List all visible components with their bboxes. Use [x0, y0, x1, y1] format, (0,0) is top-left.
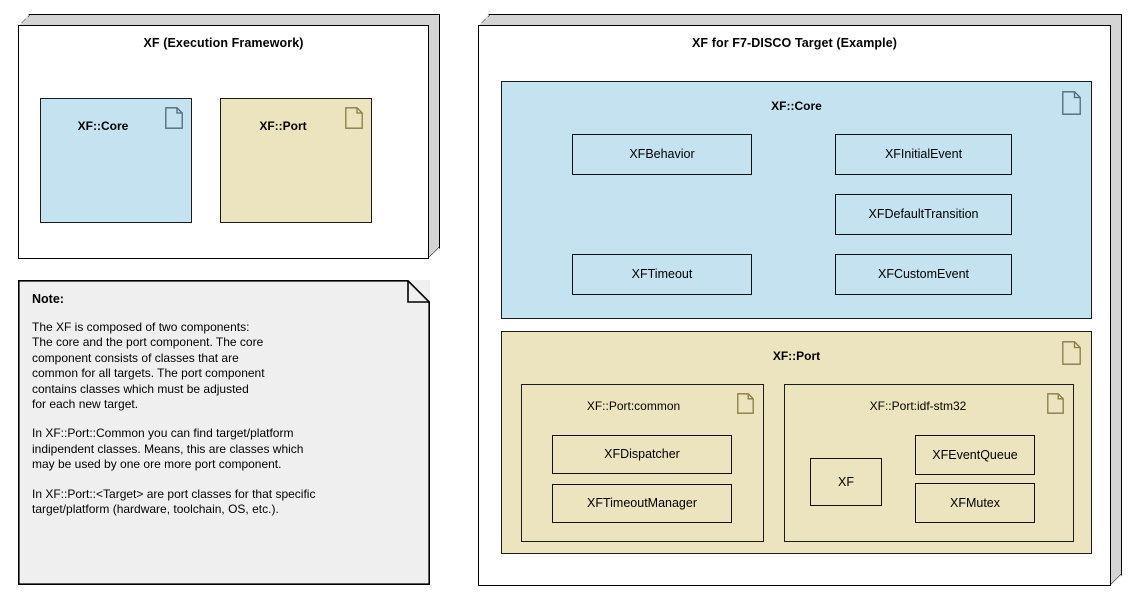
component-xf-port-common-label: XF::Port:common [586, 399, 681, 413]
class-name: XFCustomEvent [877, 267, 969, 281]
note-paragraph: The XF is composed of two components: Th… [32, 320, 265, 412]
class-box-xfbehavior[interactable]: XFBehavior [572, 134, 752, 175]
component-page-icon [1062, 341, 1081, 365]
component-page-icon [1047, 393, 1064, 414]
component-xf-core-label: XF::Core [771, 99, 822, 113]
class-box-xfcustomevent[interactable]: XFCustomEvent [835, 254, 1012, 295]
package-top-edge [489, 14, 1122, 15]
package-xf-execution-framework[interactable]: XF (Execution Framework) XF::Core XF::Po… [18, 14, 440, 259]
component-xf-core[interactable]: XF::Core XFBehavior XFTimeout XFInitialE… [501, 81, 1092, 319]
class-box-xfdefaulttransition[interactable]: XFDefaultTransition [835, 194, 1012, 235]
component-xf-port-idf-stm32[interactable]: XF::Port:idf-stm32 XF XFEventQueue XFMut… [784, 384, 1074, 542]
component-xf-port-label: XF::Port [772, 349, 821, 363]
package-corner-bevel-bottom [1109, 573, 1122, 586]
note-box: Note: The XF is composed of two componen… [18, 280, 430, 585]
component-xf-port[interactable]: XF::Port [220, 98, 372, 223]
note-outline [18, 280, 430, 585]
class-name: XFBehavior [629, 147, 695, 161]
package-right-edge [1121, 14, 1122, 575]
class-box-xfmutex[interactable]: XFMutex [915, 483, 1035, 523]
note-heading: Note: [32, 292, 64, 306]
class-box-xftimeoutmanager[interactable]: XFTimeoutManager [552, 484, 732, 523]
component-xf-port-label: XF::Port [259, 119, 307, 133]
class-name: XFTimeout [631, 267, 693, 281]
package-xf-f7-disco-target[interactable]: XF for F7-DISCO Target (Example) XF::Cor… [478, 14, 1122, 586]
package-corner-bevel-bottom [427, 246, 440, 259]
class-box-xftimeout[interactable]: XFTimeout [572, 254, 752, 295]
class-name: XFMutex [949, 495, 1000, 510]
class-box-xfinitialevent[interactable]: XFInitialEvent [835, 134, 1012, 175]
class-name: XFEventQueue [932, 447, 1018, 462]
class-name: XF [838, 474, 854, 489]
package-corner-bevel-top [18, 14, 31, 26]
component-xf-port-common[interactable]: XF::Port:common XFDispatcher XFTimeoutMa… [521, 384, 764, 542]
component-xf-port-idf-stm32-label: XF::Port:idf-stm32 [869, 399, 967, 413]
package-title: XF for F7-DISCO Target (Example) [691, 36, 898, 50]
class-name: XFDefaultTransition [868, 207, 979, 221]
class-box-xf[interactable]: XF [810, 458, 882, 506]
class-box-xfdispatcher[interactable]: XFDispatcher [552, 435, 732, 474]
class-name: XFDispatcher [604, 447, 680, 461]
class-box-xfeventqueue[interactable]: XFEventQueue [915, 435, 1035, 475]
package-corner-bevel-top [478, 14, 491, 26]
package-top-edge [29, 14, 440, 15]
component-page-icon [737, 393, 754, 414]
component-page-icon [1062, 91, 1081, 115]
component-xf-port[interactable]: XF::Port XF::Port:common XFDispatcher XF… [501, 331, 1092, 554]
class-name: XFInitialEvent [884, 147, 963, 161]
package-title: XF (Execution Framework) [143, 36, 304, 50]
note-paragraph: In XF::Port::Common you can find target/… [32, 426, 304, 472]
component-xf-core-label: XF::Core [77, 119, 129, 133]
component-page-icon [345, 107, 363, 129]
component-page-icon [165, 107, 183, 129]
note-content: Note: The XF is composed of two componen… [18, 280, 430, 585]
package-right-edge [439, 14, 440, 248]
class-name: XFTimeoutManager [587, 496, 697, 510]
note-paragraph: In XF::Port::<Target> are port classes f… [32, 486, 316, 517]
component-xf-core[interactable]: XF::Core [40, 98, 192, 223]
